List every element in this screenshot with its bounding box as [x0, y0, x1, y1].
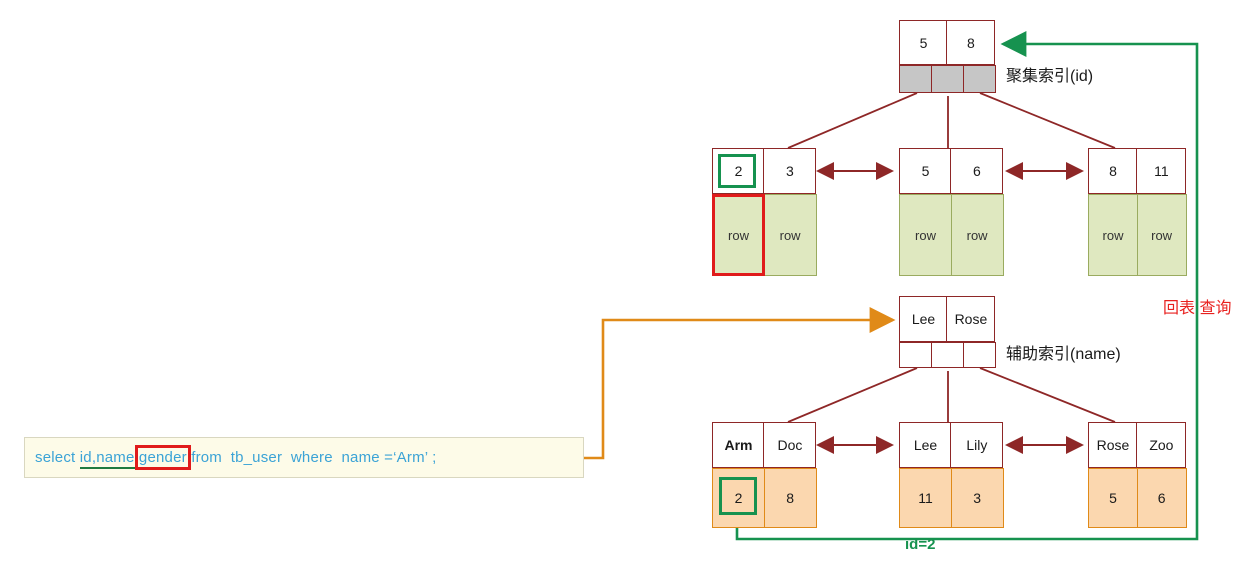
secondary-leaf-node-2[interactable]: Lee Lily 11 3 — [899, 422, 1006, 528]
secondary-leaf-2-key-1: Lily — [950, 422, 1004, 468]
clustered-root-pointer-1[interactable] — [931, 65, 965, 93]
clustered-root-pointer-2[interactable] — [962, 65, 996, 93]
clustered-leaf-2-key-0: 5 — [899, 148, 952, 194]
clustered-leaf-2-row-0: row — [899, 194, 952, 276]
secondary-leaf-2-key-0: Lee — [899, 422, 952, 468]
secondary-root-pointer-2[interactable] — [962, 342, 996, 368]
clustered-root-keys: 5 8 — [899, 20, 997, 65]
secondary-leaf-1-values: 2 8 — [712, 468, 818, 528]
id-equals-label: id=2 — [905, 536, 936, 553]
secondary-root-pointer-1[interactable] — [931, 342, 965, 368]
secondary-root-key-1: Rose — [946, 296, 996, 342]
secondary-leaf-1-value-1: 8 — [763, 468, 817, 528]
clustered-leaf-1-key-1: 3 — [763, 148, 817, 194]
secondary-leaf-1-keys: Arm Doc — [712, 422, 818, 468]
secondary-leaf-3-value-1: 6 — [1136, 468, 1187, 528]
clustered-leaf-3-keys: 8 11 — [1088, 148, 1188, 194]
secondary-leaf-1-value-0: 2 — [712, 468, 765, 528]
secondary-leaf-3-keys: Rose Zoo — [1088, 422, 1188, 468]
clustered-leaf-3-rows: row row — [1088, 194, 1188, 276]
secondary-leaf-2-value-1: 3 — [950, 468, 1004, 528]
clustered-leaf-1-row-1: row — [763, 194, 817, 276]
clustered-leaf-node-3[interactable]: 8 11 row row — [1088, 148, 1188, 276]
clustered-root-pointers — [899, 65, 997, 93]
clustered-index-title: 聚集索引(id) — [1006, 68, 1094, 85]
clustered-leaf-node-1[interactable]: 2 3 row row — [712, 148, 818, 276]
secondary-leaf-node-1[interactable]: Arm Doc 2 8 — [712, 422, 818, 528]
clustered-leaf-3-row-1: row — [1136, 194, 1187, 276]
sql-query-text: select id,name,gender from tb_user where… — [25, 445, 437, 470]
secondary-root-keys: Lee Rose — [899, 296, 997, 342]
secondary-leaf-1-key-1: Doc — [763, 422, 817, 468]
clustered-leaf-1-key-0: 2 — [712, 148, 765, 194]
clustered-leaf-3-key-0: 8 — [1088, 148, 1138, 194]
sql-uncovered-column: gender — [134, 445, 191, 470]
sql-query-box[interactable]: select id,name,gender from tb_user where… — [24, 437, 584, 478]
secondary-root-key-0: Lee — [899, 296, 948, 342]
sql-select-keyword: select — [35, 449, 80, 466]
clustered-root-edges — [787, 92, 1116, 149]
secondary-leaf-node-3[interactable]: Rose Zoo 5 6 — [1088, 422, 1188, 528]
clustered-leaf-1-row-0: row — [712, 194, 765, 276]
clustered-root-pointer-0[interactable] — [899, 65, 933, 93]
clustered-leaf-2-rows: row row — [899, 194, 1006, 276]
secondary-leaf-3-key-0: Rose — [1088, 422, 1138, 468]
clustered-leaf-node-2[interactable]: 5 6 row row — [899, 148, 1006, 276]
secondary-leaf-1-key-0: Arm — [712, 422, 765, 468]
clustered-leaf-3-row-0: row — [1088, 194, 1138, 276]
secondary-leaf-3-value-0: 5 — [1088, 468, 1138, 528]
clustered-leaf-3-key-1: 11 — [1136, 148, 1187, 194]
secondary-root-node[interactable]: Lee Rose — [899, 296, 997, 368]
secondary-root-edges — [787, 367, 1116, 423]
clustered-leaf-1-rows: row row — [712, 194, 818, 276]
clustered-root-key-1: 8 — [946, 20, 996, 65]
clustered-root-node[interactable]: 5 8 — [899, 20, 997, 93]
secondary-root-pointers — [899, 342, 997, 368]
table-lookup-label: 回表 查询 — [1163, 300, 1232, 317]
secondary-leaf-2-value-0: 11 — [899, 468, 952, 528]
secondary-leaf-2-keys: Lee Lily — [899, 422, 1006, 468]
sql-from-where-clause: from tb_user where name =‘Arm’ ; — [186, 449, 437, 466]
clustered-leaf-2-row-1: row — [950, 194, 1004, 276]
clustered-leaf-2-keys: 5 6 — [899, 148, 1006, 194]
secondary-leaf-3-values: 5 6 — [1088, 468, 1188, 528]
sql-covered-columns: id,name, — [79, 449, 139, 469]
secondary-index-title: 辅助索引(name) — [1006, 346, 1121, 363]
clustered-leaf-1-keys: 2 3 — [712, 148, 818, 194]
secondary-root-pointer-0[interactable] — [899, 342, 933, 368]
secondary-leaf-3-key-1: Zoo — [1136, 422, 1187, 468]
secondary-leaf-2-values: 11 3 — [899, 468, 1006, 528]
clustered-root-key-0: 5 — [899, 20, 948, 65]
clustered-leaf-2-key-1: 6 — [950, 148, 1004, 194]
